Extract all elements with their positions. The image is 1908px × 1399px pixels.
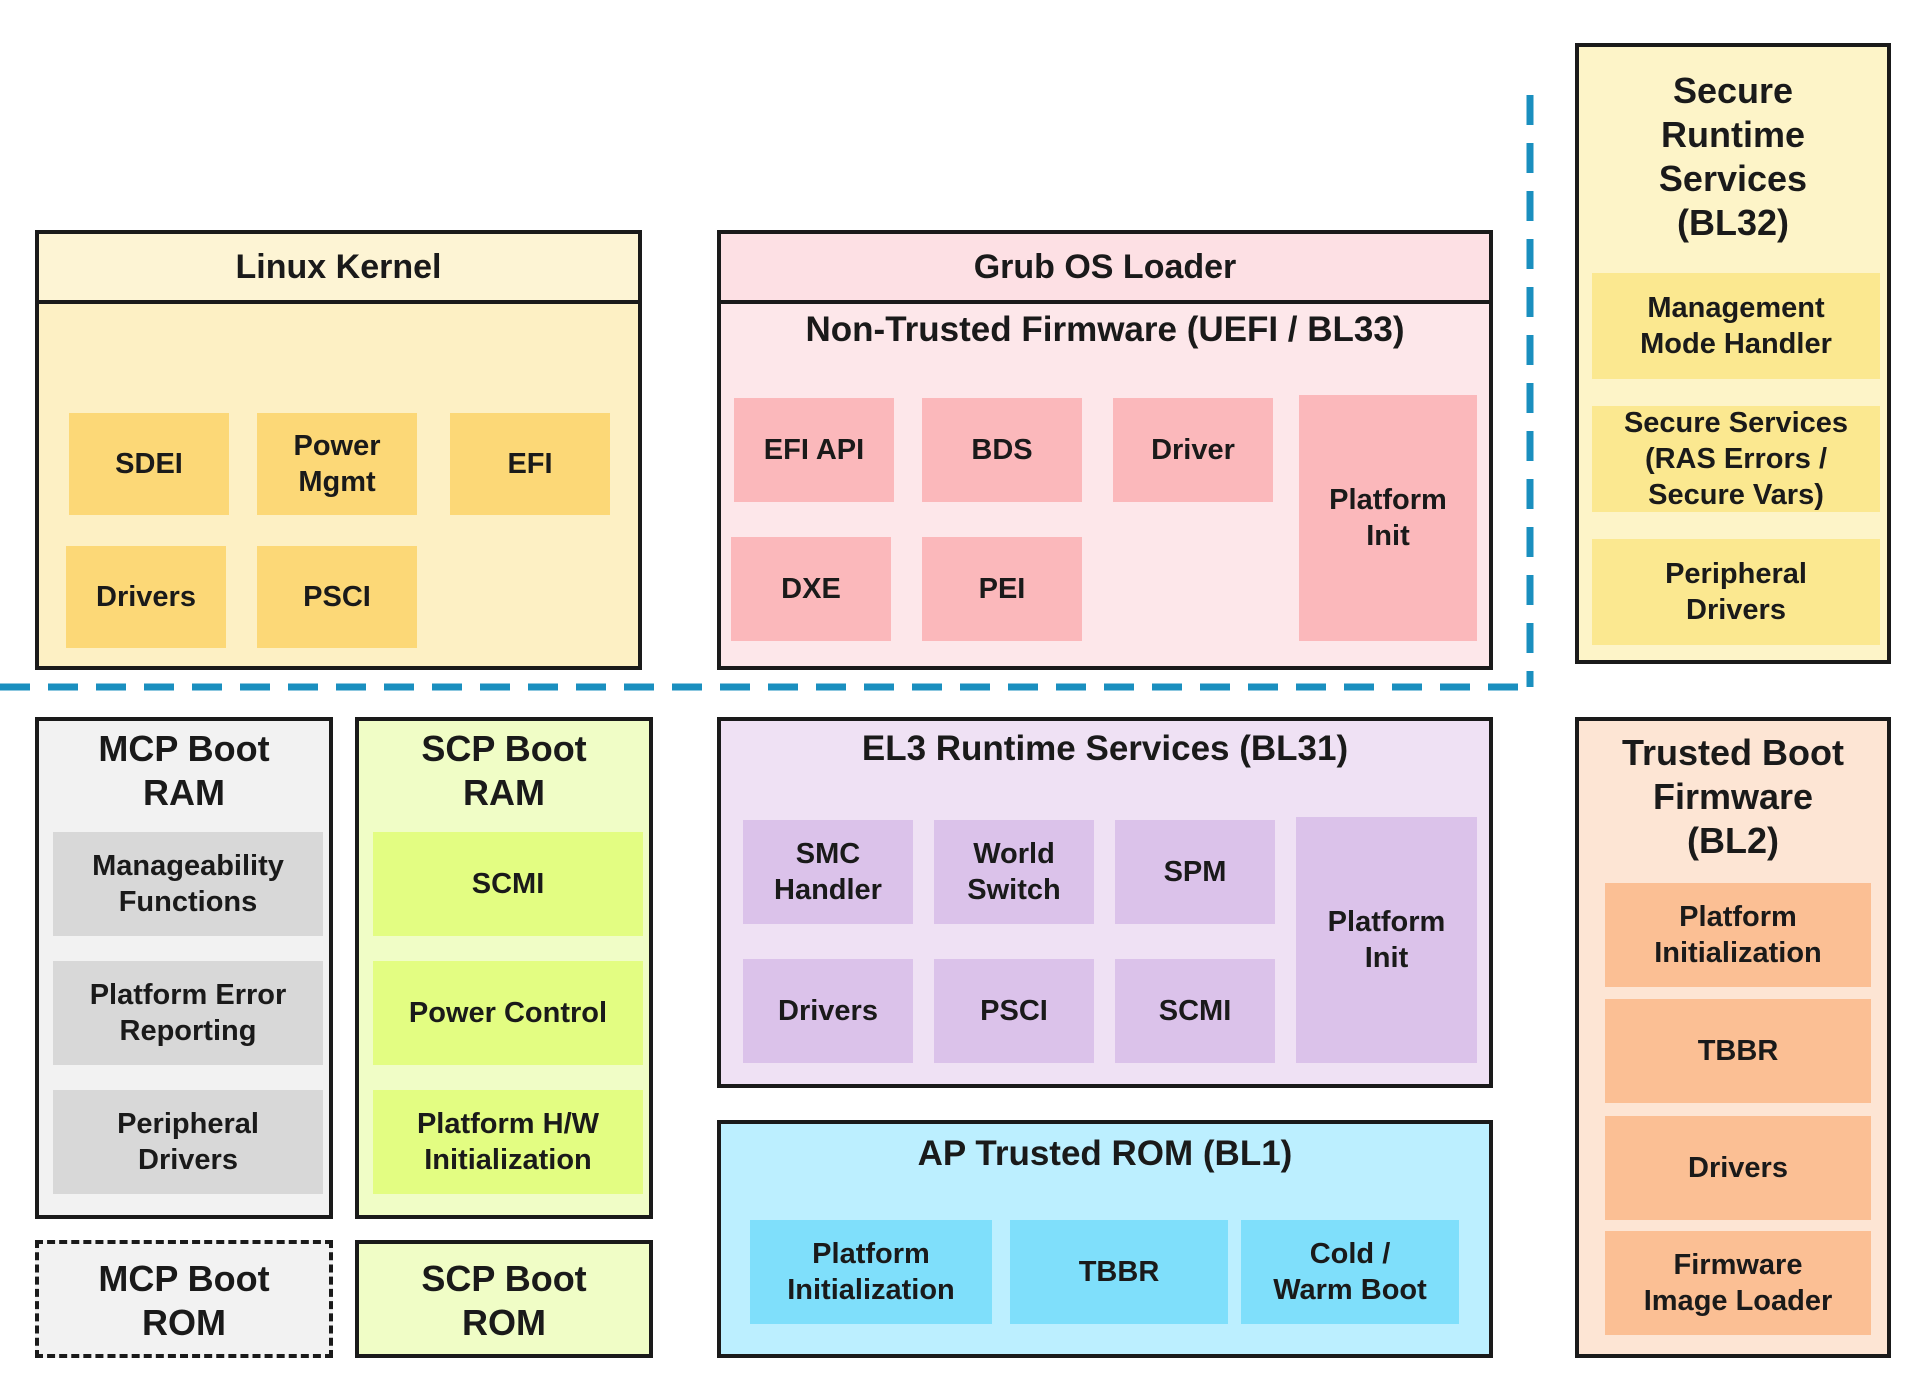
bl33-block-platform-init: Platform Init xyxy=(1299,395,1477,641)
bl2-title: Trusted Boot Firmware (BL2) xyxy=(1622,732,1844,861)
scp-block-platform-hw-init: Platform H/W Initialization xyxy=(373,1090,643,1194)
linux-block-drivers: Drivers xyxy=(66,546,226,648)
bl2-block-platform-init: Platform Initialization xyxy=(1605,883,1871,987)
bl31-block-smc-handler: SMC Handler xyxy=(743,820,913,924)
scp-boot-ram-box: SCP Boot RAM SCMI Power Control Platform… xyxy=(355,717,653,1219)
bl32-box: Secure Runtime Services (BL32) Managemen… xyxy=(1575,43,1891,664)
bl32-block-secure-services: Secure Services (RAS Errors / Secure Var… xyxy=(1592,406,1880,512)
bl31-block-platform-init: Platform Init xyxy=(1296,817,1477,1063)
mcp-boot-ram-box: MCP Boot RAM Manageability Functions Pla… xyxy=(35,717,333,1219)
linux-kernel-box: Linux Kernel SDEI Power Mgmt EFI Drivers… xyxy=(35,230,642,670)
bl32-block-mm-handler: Management Mode Handler xyxy=(1592,273,1880,379)
bl32-title: Secure Runtime Services (BL32) xyxy=(1658,70,1808,243)
bl31-box: EL3 Runtime Services (BL31) SMC Handler … xyxy=(717,717,1493,1088)
mcp-block-peripheral-drivers: Peripheral Drivers xyxy=(53,1090,323,1194)
scp-ram-title: SCP Boot RAM xyxy=(421,728,587,813)
mcp-block-manageability: Manageability Functions xyxy=(53,832,323,936)
bl1-title: AP Trusted ROM (BL1) xyxy=(917,1134,1293,1173)
scp-block-scmi: SCMI xyxy=(373,832,643,936)
linux-block-efi: EFI xyxy=(450,413,610,515)
linux-block-power-mgmt: Power Mgmt xyxy=(257,413,417,515)
bl31-title: EL3 Runtime Services (BL31) xyxy=(861,729,1349,768)
bl1-box: AP Trusted ROM (BL1) Platform Initializa… xyxy=(717,1120,1493,1358)
mcp-block-platform-error: Platform Error Reporting xyxy=(53,961,323,1065)
bl2-box: Trusted Boot Firmware (BL2) Platform Ini… xyxy=(1575,717,1891,1358)
bl1-block-cold-warm-boot: Cold / Warm Boot xyxy=(1241,1220,1459,1324)
bl31-block-spm: SPM xyxy=(1115,820,1275,924)
scp-rom-title: SCP Boot ROM xyxy=(421,1258,587,1343)
scp-block-power-control: Power Control xyxy=(373,961,643,1065)
bl1-block-platform-init: Platform Initialization xyxy=(750,1220,992,1324)
bl33-block-bds: BDS xyxy=(922,398,1082,502)
bl31-block-drivers: Drivers xyxy=(743,959,913,1063)
mcp-rom-title: MCP Boot ROM xyxy=(98,1258,270,1343)
bl31-block-world-switch: World Switch xyxy=(934,820,1094,924)
bl33-block-efi-api: EFI API xyxy=(734,398,894,502)
bl1-block-tbbr: TBBR xyxy=(1010,1220,1228,1324)
linux-block-psci: PSCI xyxy=(257,546,417,648)
mcp-ram-title: MCP Boot RAM xyxy=(98,728,270,813)
bl32-block-peripheral-drivers: Peripheral Drivers xyxy=(1592,539,1880,645)
bl31-block-scmi: SCMI xyxy=(1115,959,1275,1063)
bl33-block-dxe: DXE xyxy=(731,537,891,641)
bl2-block-tbbr: TBBR xyxy=(1605,999,1871,1103)
bl33-block-driver: Driver xyxy=(1113,398,1273,502)
bl31-block-psci: PSCI xyxy=(934,959,1094,1063)
bl33-title: Non-Trusted Firmware (UEFI / BL33) xyxy=(805,310,1405,349)
grub-uefi-box: Grub OS Loader Non-Trusted Firmware (UEF… xyxy=(717,230,1493,670)
mcp-boot-rom-box: MCP Boot ROM xyxy=(35,1240,333,1358)
bl33-block-pei: PEI xyxy=(922,537,1082,641)
bl2-block-fw-image-loader: Firmware Image Loader xyxy=(1605,1231,1871,1335)
scp-boot-rom-box: SCP Boot ROM xyxy=(355,1240,653,1358)
linux-kernel-title: Linux Kernel xyxy=(39,234,638,304)
grub-title: Grub OS Loader xyxy=(721,234,1489,304)
bl2-block-drivers: Drivers xyxy=(1605,1116,1871,1220)
linux-block-sdei: SDEI xyxy=(69,413,229,515)
